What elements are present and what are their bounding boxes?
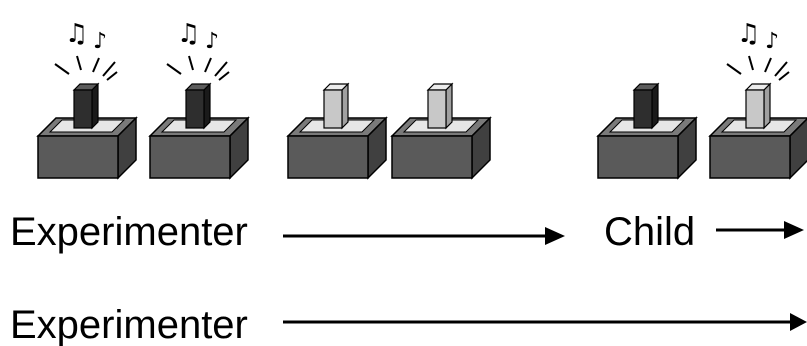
toy-box: ♫♪ xyxy=(708,19,807,180)
arrow-right-icon xyxy=(716,221,804,239)
toy-box: ♫♪ xyxy=(36,19,138,180)
toy-box xyxy=(596,82,698,180)
svg-text:♪: ♪ xyxy=(205,29,219,54)
toy-box xyxy=(286,82,388,180)
boxes-layer: ♫♪♫♪♫♪ xyxy=(36,19,807,180)
music-notes-icon: ♫♪ xyxy=(726,19,790,81)
svg-text:♫: ♫ xyxy=(177,19,200,49)
toy-box: ♫♪ xyxy=(148,19,250,180)
box-front-face xyxy=(391,135,473,179)
experimenter-label-row1: Experimenter xyxy=(10,210,248,254)
light-block xyxy=(744,82,772,130)
box-front-face xyxy=(149,135,231,179)
svg-text:♫: ♫ xyxy=(737,19,760,49)
toy-box xyxy=(390,82,492,180)
box-front-face xyxy=(709,135,791,179)
dark-block xyxy=(632,82,660,130)
arrow-right-icon xyxy=(283,313,807,331)
experimenter-label-row2: Experimenter xyxy=(10,303,248,346)
box-front-face xyxy=(287,135,369,179)
svg-text:♫: ♫ xyxy=(65,19,88,49)
music-notes-icon: ♫♪ xyxy=(166,19,230,81)
light-block xyxy=(426,82,454,130)
box-front-face xyxy=(597,135,679,179)
box-front-face xyxy=(37,135,119,179)
child-label-row1: Child xyxy=(604,210,695,254)
svg-text:♪: ♪ xyxy=(93,29,107,54)
light-block xyxy=(322,82,350,130)
svg-text:♪: ♪ xyxy=(765,29,779,54)
dark-block xyxy=(184,82,212,130)
music-notes-icon: ♫♪ xyxy=(54,19,118,81)
arrow-right-icon xyxy=(283,227,565,245)
dark-block xyxy=(72,82,100,130)
